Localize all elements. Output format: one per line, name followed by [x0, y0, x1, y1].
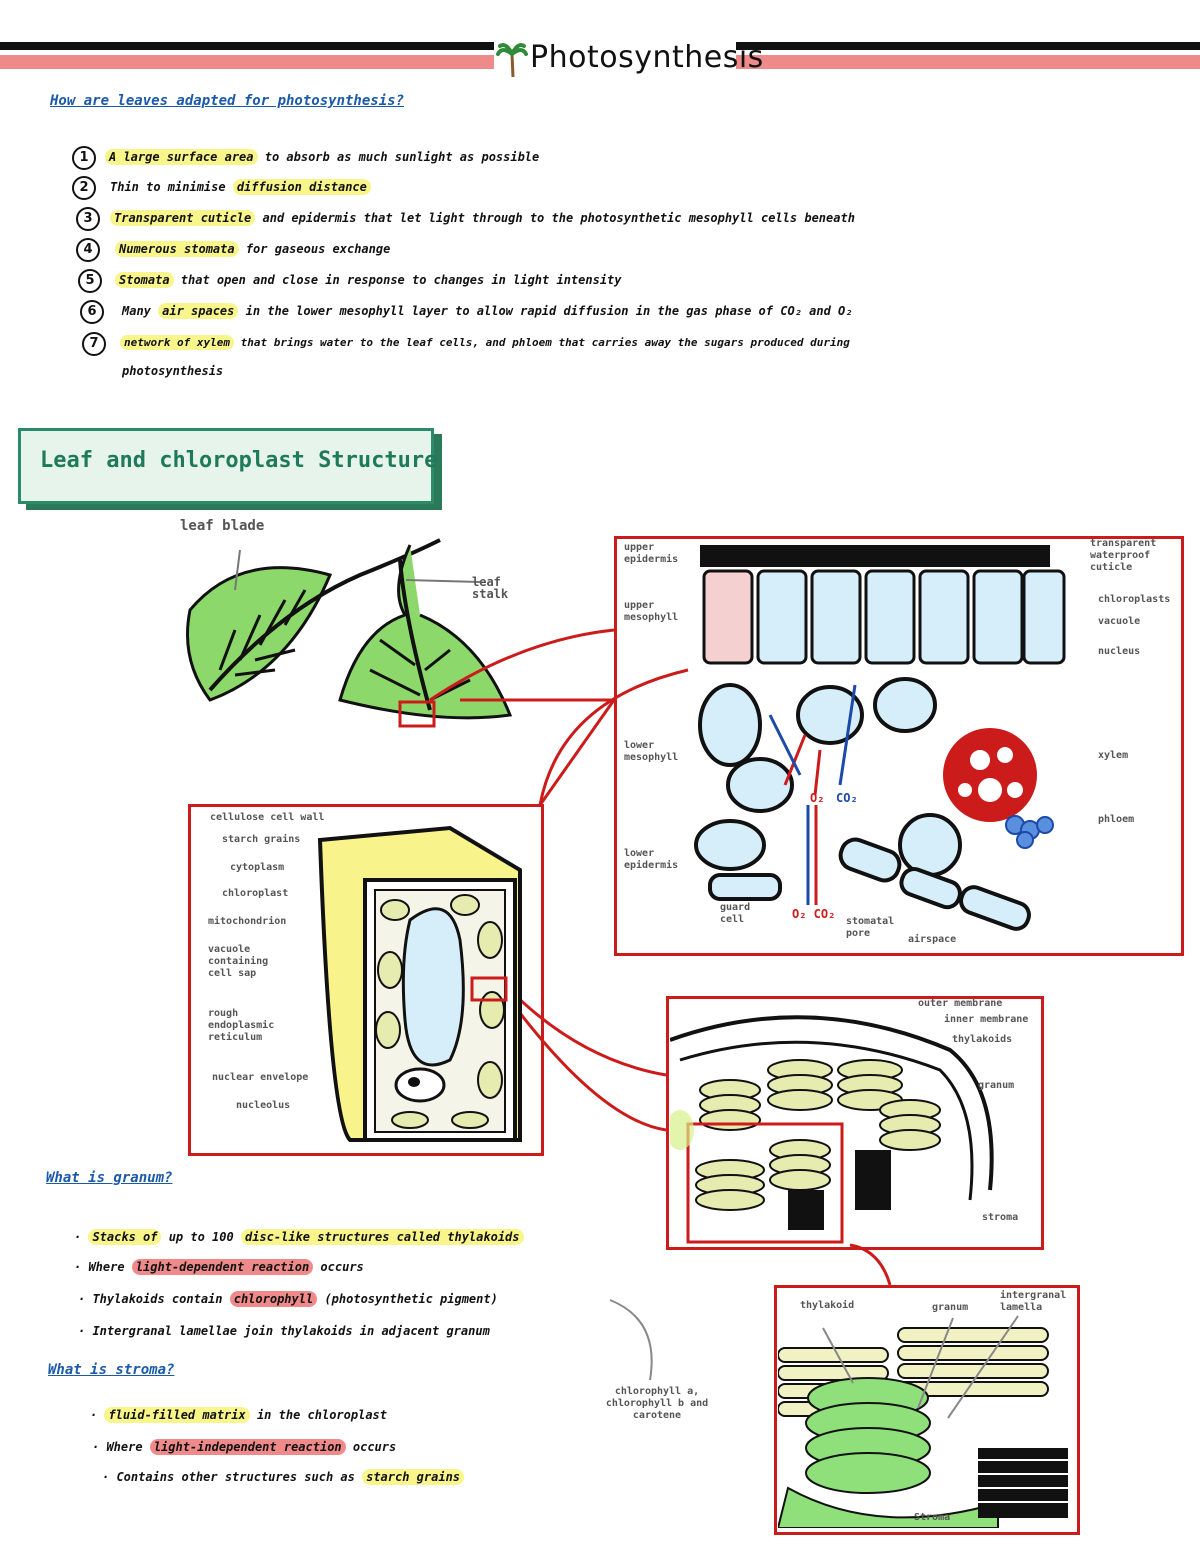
upper-epidermis-label: upper epidermis: [624, 542, 679, 565]
vacuole-sap-label: vacuole containing cell sap: [208, 944, 269, 979]
lamella-label: intergranal lamella: [1000, 1290, 1067, 1313]
chloroplasts-label: chloroplasts: [1098, 594, 1171, 605]
lower-epidermis-label: lower epidermis: [624, 848, 679, 871]
stroma-heading: What is stroma?: [48, 1362, 175, 1378]
granum-label: granum: [978, 1080, 1015, 1091]
header-bar-right-black: [736, 42, 1200, 50]
title-background: [494, 36, 734, 80]
stroma-detail-label: Stroma: [914, 1512, 951, 1523]
list-item: Thin to minimise diffusion distance: [110, 179, 371, 195]
item-number: 5: [78, 269, 102, 293]
er-label: rough endoplasmic reticulum: [208, 1008, 275, 1043]
highlight-text: network of xylem: [120, 335, 234, 350]
chloroplast-label: chloroplast: [222, 888, 289, 899]
list-item: A large surface area to absorb as much s…: [105, 149, 539, 165]
list-item: network of xylem that brings water to th…: [120, 335, 850, 350]
plant-cell-box: [188, 804, 544, 1156]
header-bar-right-pink: [736, 55, 1200, 69]
co2-label: CO₂: [836, 791, 858, 805]
upper-mesophyll-label: upper mesophyll: [624, 600, 679, 623]
chloroplast-drawing: [670, 1015, 994, 1244]
outer-membrane-label: outer membrane: [918, 998, 1003, 1009]
nucleolus-label: nucleolus: [236, 1100, 291, 1111]
phloem-label: phloem: [1098, 814, 1135, 825]
cell-wall-label: cellulose cell wall: [210, 812, 325, 823]
chlorophyll-note: chlorophyll a, chlorophyll b and caroten…: [605, 1386, 709, 1421]
list-item-continuation: photosynthesis: [122, 364, 224, 378]
granum-detail-box: [774, 1285, 1080, 1535]
stroma-label: stroma: [982, 1212, 1019, 1223]
leaf-drawing: [186, 538, 513, 728]
thylakoid-detail-label: thylakoid: [800, 1300, 855, 1311]
o2-co2-label: O₂ CO₂: [792, 907, 836, 921]
adaptations-heading: How are leaves adapted for photosynthesi…: [50, 93, 405, 109]
granum-bullet: · Stacks of up to 100 disc-like structur…: [74, 1229, 524, 1245]
item-number: 6: [80, 300, 104, 324]
highlight-text: Transparent cuticle: [110, 210, 256, 226]
item-number: 4: [76, 238, 100, 262]
leaf-blade-label: leaf blade: [180, 518, 265, 534]
stroma-bullet: · Contains other structures such as star…: [102, 1469, 465, 1485]
section-title-box: [18, 428, 434, 504]
list-item: Numerous stomata for gaseous exchange: [115, 241, 390, 257]
granum-heading: What is granum?: [46, 1170, 173, 1186]
item-number: 1: [72, 146, 96, 170]
lower-mesophyll-label: lower mesophyll: [624, 740, 679, 763]
item-number: 2: [72, 176, 96, 200]
highlight-text: air spaces: [158, 303, 239, 319]
mitochondrion-label: mitochondrion: [208, 916, 287, 927]
granum-bullet: · Where light-dependent reaction occurs: [74, 1259, 364, 1275]
item-number: 3: [76, 207, 100, 231]
xylem-label: xylem: [1098, 750, 1129, 761]
highlight-text: diffusion distance: [232, 179, 371, 195]
section-title: Leaf and chloroplast Structure: [40, 448, 438, 473]
starch-grains-label: starch grains: [222, 834, 301, 845]
highlight-text: Numerous stomata: [115, 241, 239, 257]
guard-cell-label: guard cell: [720, 902, 751, 925]
o2-label: O₂: [810, 791, 825, 805]
vacuole-label: vacuole: [1098, 616, 1141, 627]
highlight-text: A large surface area: [105, 149, 258, 165]
leaf-stalk-label: leaf stalk: [472, 575, 509, 601]
leaf-cross-section-drawing: [694, 545, 1066, 931]
plant-cell-drawing: [317, 825, 522, 1142]
highlight-text: Stomata: [115, 272, 174, 288]
granum-bullet: · Thylakoids contain chlorophyll (photos…: [78, 1291, 498, 1307]
cytoplasm-label: cytoplasm: [230, 862, 285, 873]
stroma-bullet: · fluid-filled matrix in the chloroplast: [90, 1407, 388, 1423]
stroma-bullet: · Where light-independent reaction occur…: [92, 1439, 397, 1455]
inner-membrane-label: inner membrane: [944, 1014, 1029, 1025]
list-item: Transparent cuticle and epidermis that l…: [110, 210, 855, 226]
list-item: Stomata that open and close in response …: [115, 272, 622, 288]
airspace-label: airspace: [908, 934, 957, 945]
nucleus-label: nucleus: [1098, 646, 1141, 657]
leaf-cross-section-box: [614, 536, 1184, 956]
cuticle-label: transparent waterproof cuticle: [1090, 538, 1157, 573]
page-title: Photosynthesis: [530, 40, 764, 75]
granum-detail-drawing: [778, 1315, 1068, 1528]
thylakoids-label: thylakoids: [952, 1034, 1013, 1045]
palm-tree-icon: [496, 43, 528, 78]
list-item: Many air spaces in the lower mesophyll l…: [122, 303, 853, 319]
header-bar-left-pink: [0, 55, 495, 69]
granum-detail-label: granum: [932, 1302, 969, 1313]
stomatal-pore-label: stomatal pore: [846, 916, 895, 939]
granum-bullet: · Intergranal lamellae join thylakoids i…: [78, 1324, 490, 1338]
chloroplast-box: [666, 996, 1044, 1250]
item-number: 7: [82, 332, 106, 356]
nuclear-envelope-label: nuclear envelope: [212, 1072, 309, 1083]
header-bar-left-black: [0, 42, 495, 50]
